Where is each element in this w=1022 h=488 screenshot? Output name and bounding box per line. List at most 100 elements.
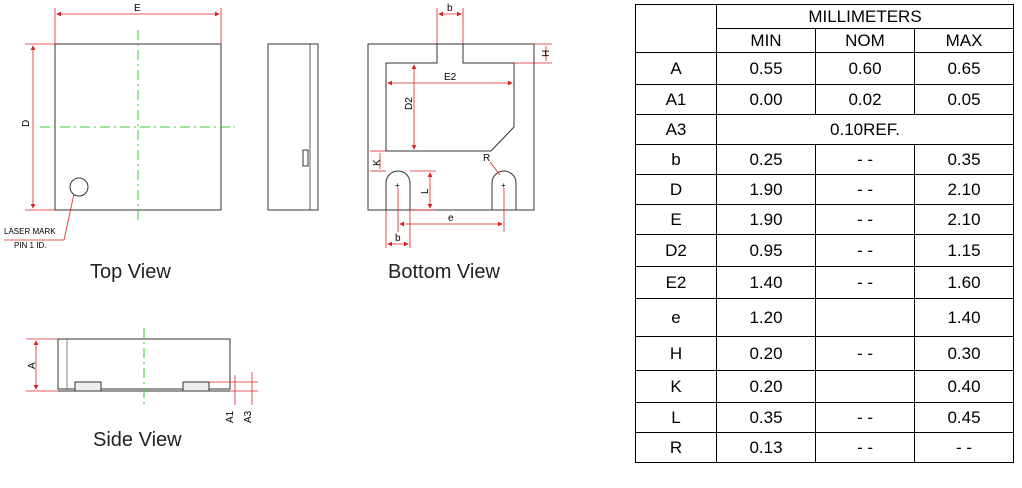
max-cell: 0.05	[914, 84, 1014, 115]
symbol-cell: A	[635, 52, 717, 85]
dim-label-A1: A1	[225, 410, 236, 423]
nom-cell: - -	[815, 234, 915, 267]
max-cell: 1.60	[914, 266, 1014, 299]
max-cell: - -	[914, 432, 1014, 463]
symbol-cell: D2	[635, 234, 717, 267]
symbol-cell: e	[635, 298, 717, 337]
svg-text:+: +	[501, 181, 506, 190]
exposed-pad	[385, 44, 515, 152]
pin1-marker	[69, 177, 89, 197]
min-cell: 0.00	[716, 84, 816, 115]
package-drawing: E D LASER MARK PIN 1 ID. Top View + + b	[4, 3, 552, 451]
top-view-caption: Top View	[90, 261, 171, 283]
symbol-cell: R	[635, 432, 717, 463]
max-cell: 0.65	[914, 52, 1014, 85]
dim-label-A3: A3	[243, 410, 254, 423]
min-cell: 0.25	[716, 144, 816, 175]
min-cell: 0.20	[716, 336, 816, 371]
side-lead-right	[182, 381, 210, 392]
unit-header: MILLIMETERS	[716, 4, 1014, 29]
symbol-cell: b	[635, 144, 717, 175]
nom-cell	[815, 298, 915, 337]
side-lead-left	[74, 381, 102, 392]
column-header-nom: NOM	[815, 28, 915, 53]
min-cell: 0.55	[716, 52, 816, 85]
pad-left	[385, 170, 411, 210]
max-cell: 0.45	[914, 402, 1014, 433]
side-view-caption: Side View	[93, 429, 182, 451]
nom-cell: - -	[815, 402, 915, 433]
min-cell: 0.13	[716, 432, 816, 463]
dim-label-D2: D2	[404, 97, 415, 110]
dim-label-b-top: b	[447, 3, 453, 14]
nom-cell: 0.60	[815, 52, 915, 85]
symbol-cell: K	[635, 370, 717, 403]
dim-label-e: e	[448, 213, 454, 224]
bottom-view: + + b H E2 D2 K R L e	[367, 3, 552, 283]
max-cell: 1.40	[914, 298, 1014, 337]
laser-mark-label: LASER MARK	[4, 227, 56, 236]
dim-label-H: H	[541, 50, 552, 57]
side-view: A A1 A3 Side View	[26, 328, 258, 451]
symbol-cell: L	[635, 402, 717, 433]
table-corner-cell	[635, 4, 717, 53]
max-cell: 0.30	[914, 336, 1014, 371]
dim-label-b-bottom: b	[395, 233, 401, 244]
dim-label-E2: E2	[444, 72, 457, 83]
dim-label-A: A	[27, 362, 38, 369]
dim-label-E: E	[134, 3, 141, 14]
table-header-row: MILLIMETERS	[635, 4, 1014, 53]
max-cell: 2.10	[914, 204, 1014, 235]
min-cell: 1.90	[716, 204, 816, 235]
symbol-cell: A3	[635, 114, 717, 145]
nom-cell: - -	[815, 432, 915, 463]
max-cell: 1.15	[914, 234, 1014, 267]
dim-label-L: L	[420, 188, 431, 194]
min-cell: 1.90	[716, 174, 816, 205]
nom-cell	[815, 370, 915, 403]
symbol-cell: E2	[635, 266, 717, 299]
symbol-cell: E	[635, 204, 717, 235]
pin1-id-label: PIN 1 ID.	[14, 241, 46, 250]
dim-label-R: R	[483, 153, 490, 164]
bottom-view-caption: Bottom View	[388, 261, 500, 283]
nom-cell: - -	[815, 266, 915, 299]
bottom-view-body	[367, 43, 535, 211]
min-cell: 0.95	[716, 234, 816, 267]
nom-cell: - -	[815, 336, 915, 371]
symbol-cell: D	[635, 174, 717, 205]
symbol-cell: H	[635, 336, 717, 371]
ref-value-cell: 0.10REF.	[716, 114, 1014, 145]
symbol-cell: A1	[635, 84, 717, 115]
max-cell: 0.40	[914, 370, 1014, 403]
nom-cell: - -	[815, 174, 915, 205]
dim-label-K: K	[372, 159, 383, 166]
max-cell: 2.10	[914, 174, 1014, 205]
min-cell: 1.40	[716, 266, 816, 299]
top-view: E D LASER MARK PIN 1 ID. Top View	[4, 3, 235, 283]
column-header-min: MIN	[716, 28, 816, 53]
nom-cell: 0.02	[815, 84, 915, 115]
svg-text:+: +	[395, 181, 400, 190]
pad-right	[491, 170, 517, 210]
nom-cell: - -	[815, 204, 915, 235]
max-cell: 0.35	[914, 144, 1014, 175]
column-header-max: MAX	[914, 28, 1014, 53]
dim-label-D: D	[21, 120, 32, 127]
min-cell: 0.35	[716, 402, 816, 433]
min-cell: 1.20	[716, 298, 816, 337]
